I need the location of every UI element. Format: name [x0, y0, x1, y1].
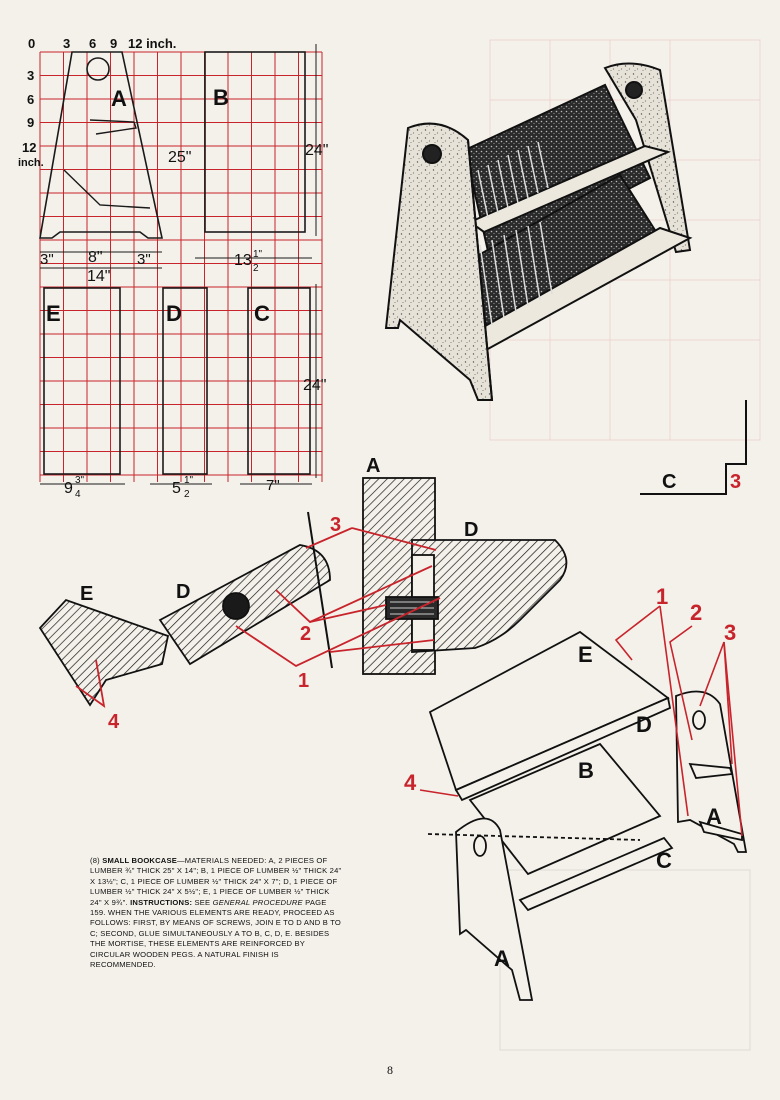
side-label-6: 6 — [27, 92, 34, 107]
step-detail: C 3 — [640, 400, 747, 495]
assembly-a-right-label: A — [706, 804, 722, 829]
scale-label-6: 6 — [89, 36, 96, 51]
joint-e-label: E — [80, 583, 93, 605]
dim-d-width: 5 1" 2 — [172, 475, 194, 500]
panel-c-label: C — [254, 301, 270, 326]
dim-e-width: 9 3" 4 — [64, 475, 85, 500]
piece-c-outline — [247, 287, 311, 475]
caption-instructions-label: INSTRUCTIONS: — [130, 897, 193, 907]
svg-text:5: 5 — [172, 480, 181, 497]
caption-see: SEE — [192, 897, 213, 907]
scale-label-9: 9 — [110, 36, 117, 51]
assembly-callout-3: 3 — [724, 620, 736, 645]
dim-b-width: 13 1" 2 — [234, 249, 263, 274]
piece-d-outline — [162, 287, 208, 475]
piece-e-outline — [43, 287, 121, 475]
panel-b-label: B — [213, 85, 229, 110]
joint-detail — [38, 477, 568, 707]
caption-procedure: GENERAL PROCEDURE — [212, 897, 303, 907]
svg-text:1": 1" — [184, 475, 194, 486]
assembly-e-label: E — [578, 642, 593, 667]
scale-label-0: 0 — [28, 36, 35, 51]
step-c-label: C — [662, 471, 676, 493]
scale-label-3: 3 — [63, 36, 70, 51]
instructions-caption: (8) SMALL BOOKCASE—MATERIALS NEEDED: A, … — [90, 856, 342, 970]
dim-a-width: 14" — [87, 268, 110, 285]
assembly-a-left-label: A — [494, 946, 510, 971]
dim-a-height: 25" — [168, 149, 191, 166]
side-label-3: 3 — [27, 68, 34, 83]
grid-pieces — [39, 44, 317, 485]
caption-title: SMALL BOOKCASE — [102, 856, 178, 865]
grid-dimension-labels: 25" 24" 24" 3" 8" 3" 14" 13 1" 2 9 3" 4 … — [40, 142, 328, 500]
joint-d-top-label: D — [464, 519, 478, 541]
joint-d-shelf-label: D — [176, 581, 190, 603]
dim-c-width: 7" — [266, 477, 280, 494]
peg-hole-icon — [86, 57, 110, 81]
dim-a-left-foot: 3" — [40, 251, 54, 268]
joint-callout-2: 2 — [300, 623, 311, 645]
dim-a-mid: 8" — [88, 249, 103, 266]
joint-callout-1: 1 — [298, 670, 309, 692]
joint-callout-4: 4 — [108, 711, 120, 733]
caption-number: (8) — [90, 856, 100, 865]
assembly-d-label: D — [636, 712, 652, 737]
panel-d-label: D — [166, 301, 182, 326]
side-label-9: 9 — [27, 115, 34, 130]
svg-text:1": 1" — [253, 249, 263, 260]
svg-text:2: 2 — [253, 263, 259, 274]
piece-b-outline — [204, 51, 306, 233]
page-number: 8 — [387, 1063, 393, 1077]
dim-c-height: 24" — [303, 377, 326, 394]
assembly-callout-2: 2 — [690, 600, 702, 625]
grid-piece-labels: A B E D C — [46, 85, 270, 326]
svg-text:9: 9 — [64, 480, 73, 497]
assembly-red-callouts — [419, 605, 743, 837]
joint-labels: A D D E 3 2 1 4 — [80, 455, 478, 733]
bookcase-illustration — [384, 62, 693, 401]
joint-a-label: A — [366, 455, 380, 477]
svg-text:13: 13 — [234, 252, 252, 269]
assembly-labels: E D B C A A 1 2 3 4 — [404, 584, 736, 971]
panel-e-label: E — [46, 301, 61, 326]
svg-text:2: 2 — [184, 489, 190, 500]
joint-red-callouts — [75, 527, 441, 709]
assembly-c-label: C — [656, 848, 672, 873]
panel-a-label: A — [111, 86, 127, 111]
scale-label-12: 12 inch. — [128, 36, 176, 51]
svg-text:4: 4 — [75, 489, 81, 500]
assembly-callout-1: 1 — [656, 584, 668, 609]
svg-text:3": 3" — [75, 475, 85, 486]
caption-materials: —MATERIALS NEEDED: A, 2 PIECES OF LUMBER… — [90, 856, 342, 907]
side-label-12: 12 — [22, 140, 36, 155]
grid-labels: 0 3 6 9 12 inch. 3 6 9 12 inch. — [18, 36, 176, 169]
caption-instructions-rest: PAGE 159. WHEN THE VARIOUS ELEMENTS ARE … — [90, 897, 342, 970]
dim-b-height: 24" — [305, 142, 328, 159]
assembly-b-label: B — [578, 758, 594, 783]
joint-callout-3: 3 — [330, 514, 341, 536]
dim-a-right-foot: 3" — [137, 251, 151, 268]
grid-plan — [39, 51, 323, 482]
exploded-assembly — [427, 630, 748, 1001]
piece-a-outline — [39, 51, 163, 239]
assembly-callout-4: 4 — [404, 770, 417, 795]
side-unit-label: inch. — [18, 157, 44, 169]
step-callout-3: 3 — [730, 471, 741, 493]
